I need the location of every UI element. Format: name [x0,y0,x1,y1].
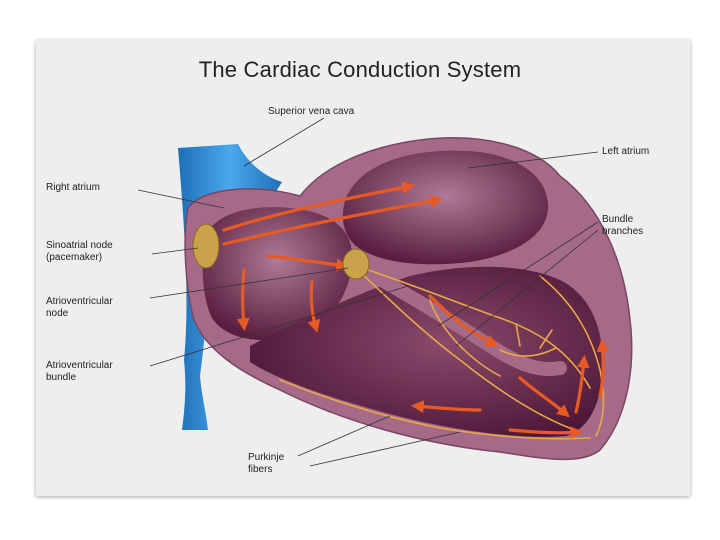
label-left-atrium: Left atrium [602,146,650,157]
leader-purkinje-fibers-2 [309,431,461,467]
leader-left-atrium [467,151,599,169]
leader-bundle-branches-1 [437,221,599,327]
purkinje-fiber-6 [429,299,501,377]
bundle-branch-left-fiber [355,265,591,389]
left-atrium-chamber [342,150,549,265]
conduction-fibers [279,265,605,440]
label-atrioventricular-bundle: Atrioventricular bundle [46,360,113,383]
leader-atrioventricular-bundle [149,285,409,367]
leader-bundle-branches-2 [455,229,599,347]
arrow-lateral-up-1 [574,354,590,414]
ventricle-chamber [250,266,603,437]
purkinje-fiber-5 [539,329,553,349]
leader-purkinje-fibers-1 [297,415,391,457]
arrow-lateral-up-2 [596,338,610,398]
conduction-arrows [222,181,610,440]
bundle-branch-right-fiber [359,271,581,433]
purkinje-fiber-2 [539,275,605,437]
purkinje-fiber-1 [279,379,591,440]
label-atrioventricular-node: Atrioventricular node [46,296,113,319]
leader-right-atrium [137,189,225,209]
arrow-apex-bottom [508,426,584,440]
arrow-right-atrium-down-1 [236,268,250,332]
label-superior-vena-cava: Superior vena cava [268,106,355,117]
purkinje-fiber-3 [499,347,557,357]
arrow-apex-left [410,400,482,414]
page-title: The Cardiac Conduction System [198,57,522,82]
label-sinoatrial-node: Sinoatrial node (pacemaker) [46,240,113,263]
arrow-lateral-down [518,376,570,418]
arrow-right-atrium-down-2 [307,280,321,333]
purkinje-fiber-4 [515,323,521,347]
arrow-sa-to-av [266,254,350,272]
arrow-to-left-atrium-lower [222,195,444,246]
label-right-atrium: Right atrium [46,182,100,193]
atrioventricular-node [342,248,370,280]
arrow-septum-down [428,294,499,347]
leader-sinoatrial-node [151,247,199,255]
label-bundle-branches: Bundle branches [602,214,644,237]
label-purkinje-fibers: Purkinje fibers [248,452,285,475]
leader-superior-vena-cava [243,117,325,167]
leader-lines [137,117,599,467]
leader-atrioventricular-node [149,267,349,299]
arrow-to-left-atrium-upper [222,181,416,232]
sinoatrial-node [192,223,220,269]
